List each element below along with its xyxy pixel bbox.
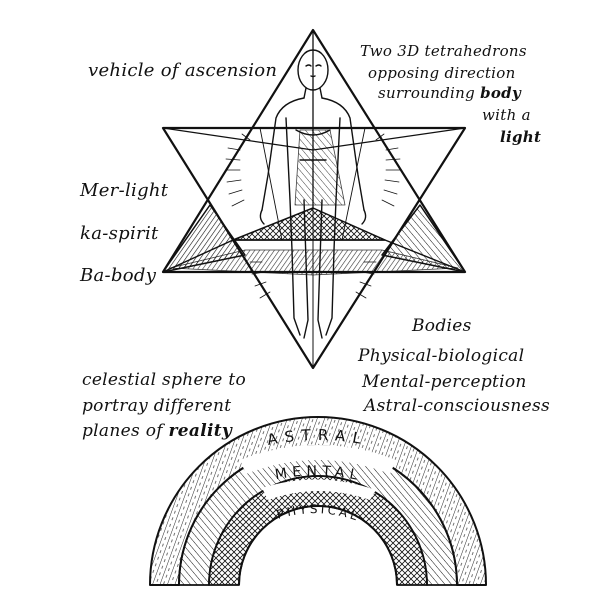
bodies-mental: Mental-perception bbox=[362, 372, 527, 392]
reality-word: reality bbox=[168, 421, 233, 441]
light-rays bbox=[225, 133, 401, 299]
celestial-note-line-2: portray different bbox=[82, 396, 232, 416]
planes-of-words: planes of bbox=[82, 421, 163, 441]
celestial-note-line-3: planes of reality bbox=[82, 421, 232, 441]
bodies-title: Bodies bbox=[412, 316, 472, 336]
human-figure bbox=[259, 49, 367, 339]
mental-arc-label: MENTAL bbox=[274, 463, 364, 484]
ba-body-label: Ba-body bbox=[80, 265, 157, 286]
head bbox=[297, 49, 329, 91]
bodies-astral: Astral-consciousness bbox=[364, 396, 551, 416]
star-tetrahedron bbox=[161, 28, 467, 370]
tetrahedrons-note-line-3: surrounding body bbox=[378, 84, 521, 102]
body-word: body bbox=[480, 84, 521, 102]
vehicle-of-ascension-label: vehicle of ascension bbox=[88, 60, 278, 81]
tetrahedrons-note-line-2: opposing direction bbox=[368, 64, 516, 82]
bodies-physical: Physical-biological bbox=[358, 346, 525, 366]
mer-light-label: Mer-light bbox=[80, 180, 169, 201]
astral-arc-label: ASTRAL bbox=[266, 426, 369, 449]
surrounding-word: surrounding bbox=[378, 84, 476, 102]
celestial-note-line-1: celestial sphere to bbox=[82, 370, 247, 390]
celestial-spheres bbox=[149, 416, 487, 586]
ka-spirit-label: ka-spirit bbox=[80, 223, 159, 244]
tetrahedrons-note-line-1: Two 3D tetrahedrons bbox=[360, 42, 527, 60]
torso bbox=[261, 97, 365, 211]
tetrahedrons-note-line-4: with a bbox=[482, 106, 531, 124]
tetrahedrons-note-line-5: light bbox=[500, 128, 542, 146]
